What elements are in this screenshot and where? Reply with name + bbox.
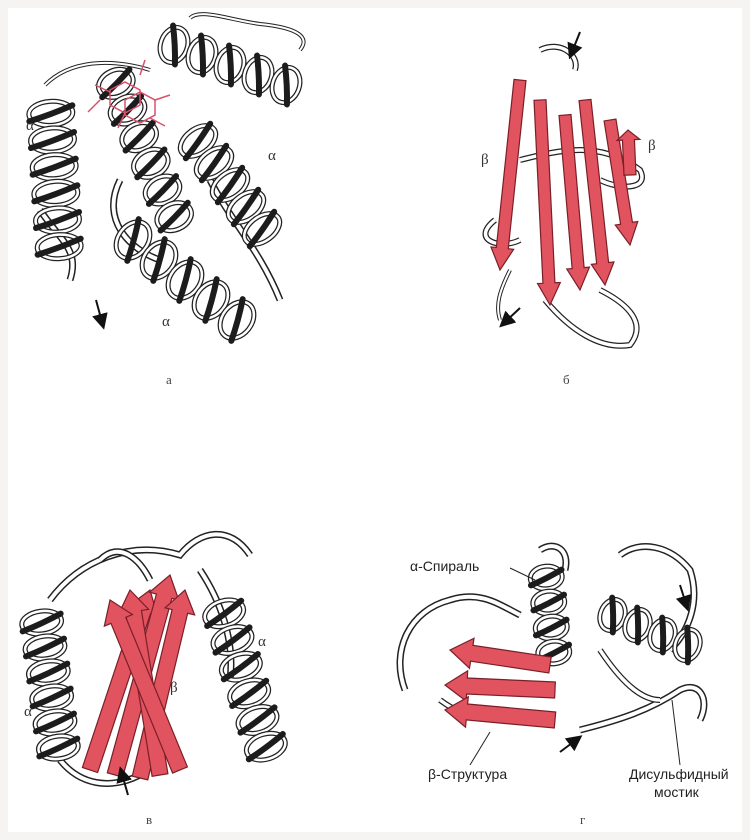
panel-b-beta-label-left: β [481, 152, 489, 169]
panel-c-helix-left [20, 609, 79, 762]
panel-d-alpha-helix-label: α-Спираль [410, 558, 479, 574]
panel-b-terminus-arrow-in [572, 32, 580, 52]
panel-d-terminus-arrow-out [680, 585, 686, 604]
panel-d-terminus-arrow-in [560, 740, 576, 752]
panel-c-beta-label: β [170, 680, 178, 697]
panel-c-alpha-label-left: α [24, 704, 32, 721]
panel-d-disulfide-label-line2: мостик [654, 784, 699, 800]
panel-c-beta-sheet [82, 575, 194, 780]
panel-a-helix-right [175, 119, 286, 250]
beta-strand-arrow [445, 697, 556, 728]
beta-strand-arrow [450, 638, 551, 673]
panel-d-beta-structure-label: β-Структура [428, 766, 507, 782]
panel-a-alpha-label-right: α [268, 148, 276, 165]
panel-d-alpha-helix [529, 565, 571, 666]
panel-d-letter: г [580, 812, 585, 828]
panel-c-helix-right [201, 595, 288, 764]
panel-a-alpha-label-left: α [26, 118, 34, 135]
panel-a-helix-top [155, 24, 304, 107]
panel-d-helix-right [595, 596, 704, 665]
panel-b-beta-strands [491, 79, 640, 305]
panel-c-alpha-label-right: α [258, 634, 266, 651]
panel-a-helix-left [28, 100, 82, 260]
panel-a-helix-bottom [109, 215, 261, 345]
panel-a-terminus-arrow [96, 300, 102, 322]
panel-d-leader-lines [470, 568, 680, 765]
panel-b-letter: б [563, 372, 570, 388]
panel-a-letter: а [166, 372, 172, 388]
panel-c-letter: в [146, 812, 152, 828]
panel-d-disulfide-label-line1: Дисульфидный [629, 766, 729, 782]
panel-a-alpha-label-bottom: α [162, 314, 170, 331]
beta-strand-arrow [445, 671, 555, 701]
panel-b-terminus-arrow-out [505, 308, 520, 322]
beta-strand-arrow [534, 100, 560, 305]
panel-b-beta-label-right: β [648, 138, 656, 155]
